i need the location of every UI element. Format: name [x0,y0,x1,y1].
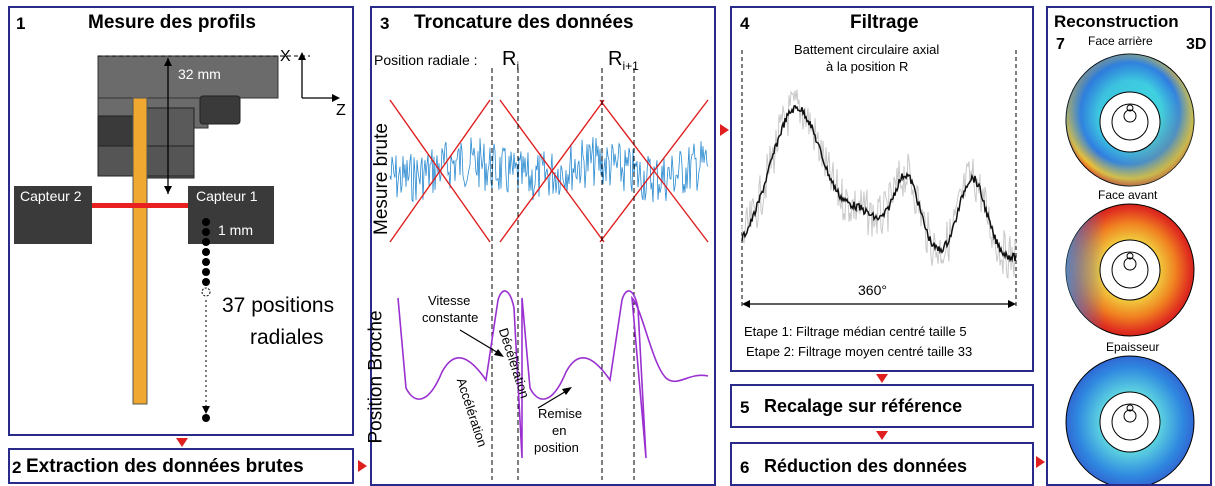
truncation-crosses [389,99,709,243]
ri-label: Ri [502,48,520,73]
raw-measure-label: Mesure brute [370,123,392,235]
sensor-1 [188,186,274,244]
panel-title: Reconstruction [1054,12,1179,31]
constant-speed-label-2: constante [422,310,479,325]
panel-data-truncation: 3 Troncature des données Position radial… [366,6,716,486]
panel-number: 1 [16,14,26,33]
axis-z-label: Z [336,102,346,119]
positions-label-1: 37 positions [222,294,335,317]
thickness-label: Epaisseur [1106,340,1160,354]
truncation-cross-line [599,99,709,243]
panel-title: Réduction des données [764,456,968,476]
reset-label-2: en [552,423,567,438]
filter-step-1: Etape 1: Filtrage médian centré taille 5 [744,324,967,339]
filter-step-2: Etape 2: Filtrage moyen centré taille 33 [746,344,973,359]
thickness-map [1065,355,1195,484]
panel-raw-data-extraction: 2 Extraction des données brutes [8,448,354,484]
back-face-map [1065,53,1195,187]
panel-number: 7 [1056,36,1065,53]
arrow-5-to-6 [876,431,888,440]
arrow-4-to-5 [876,374,888,383]
title-3d: 3D [1186,36,1207,53]
clamp-right [199,95,241,125]
dimension-1mm: 1 mm [218,222,253,238]
panel-profile-measurement: 1 Mesure des profils [8,6,354,436]
front-face-map [1065,203,1195,337]
laser-beam [92,203,188,208]
positions-label-2: radiales [250,326,324,349]
truncation-plots [389,68,709,480]
measurement-setup-diagram [14,52,340,422]
ri1-label: Ri+1 [608,48,639,73]
reset-label-3: position [534,440,579,455]
sensor-2 [14,186,92,244]
panel-reference-alignment: 5 Recalage sur référence [730,384,1034,428]
arrow-2-to-3 [358,460,367,472]
panel-3d-reconstruction: Reconstruction 7 3D Face arrière Face av… [1046,6,1212,486]
panel-title: Filtrage [850,12,919,33]
raw-signal-line [389,137,709,203]
panel-title: Mesure des profils [88,12,256,33]
sensor-2-label: Capteur 2 [20,188,82,204]
constant-speed-label-1: Vitesse [428,293,471,308]
panel-data-reduction: 6 Réduction des données [730,442,1034,486]
arrow-3-to-4 [720,124,729,136]
panel-title: Recalage sur référence [764,396,963,416]
panel-number: 4 [740,14,750,33]
filtered-runout-plot [741,50,1017,308]
dimension-32mm: 32 mm [178,66,221,82]
spindle-position-label: Position Broche [365,310,387,444]
panel-number: 5 [740,398,750,417]
axis-x-label: X [280,48,291,65]
angle-360-label: 360° [858,282,887,298]
back-face-label: Face arrière [1088,34,1153,48]
sensor-1-label: Capteur 1 [196,188,258,204]
panel-filtering: 4 Filtrage Battement circulaire axial à … [730,6,1034,372]
truncation-cross-line [389,99,491,243]
raw-signal-trace [389,137,709,203]
filtered-runout-trace [741,104,1017,263]
spindle-housing [97,55,279,99]
reset-label-1: Remise [538,406,583,421]
panel-number: 3 [380,14,390,33]
panel-number: 2 [12,458,22,477]
truncation-boundaries [491,68,635,480]
raw-runout-line [741,89,1017,279]
truncation-cross-line [499,99,605,243]
panel-title: Troncature des données [414,12,634,33]
panel-title: Extraction des données brutes [26,456,304,477]
front-face-label: Face avant [1098,188,1158,202]
arrow-6-to-7 [1036,456,1045,468]
reconstruction-maps [1065,53,1195,484]
arrow-1-to-2 [176,438,188,447]
radial-position-dots [201,218,211,297]
filter-subtitle-1: Battement circulaire axial [794,42,940,57]
spindle-position-trace [397,290,709,459]
filter-subtitle-2: à la position R [826,59,909,74]
panel-number: 6 [740,458,750,477]
radial-position-label: Position radiale : [374,52,478,68]
raw-runout-trace [741,89,1017,279]
blade [132,97,148,405]
